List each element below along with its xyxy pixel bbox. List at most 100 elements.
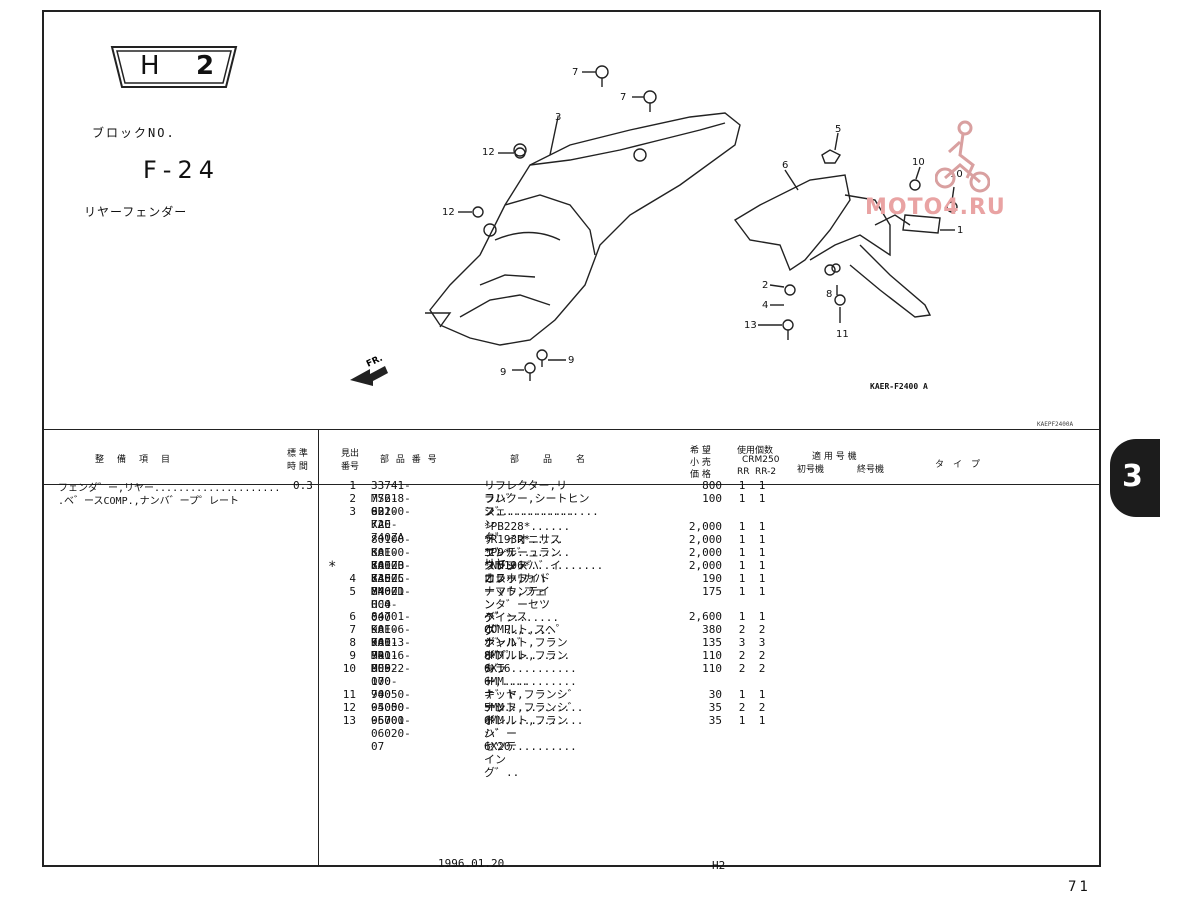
callout-10b: 10 [950,169,963,180]
part-ref-number: 11 [342,688,356,701]
license-plate-base-shape [733,174,851,272]
header-qty-rr: RR [737,467,750,477]
header-ref-no-2: 番号 [341,462,360,472]
part-price: 2,000 [688,546,722,559]
part-qty-rr: 1 [738,559,746,572]
part-name: カラー,キ゛ヤーシフトレハ゛ーセツテイング゛.. [484,662,520,779]
footer-date: 1996.01.20 [438,857,505,870]
part-qty-rr2: 2 [758,662,766,675]
block-label: ブロックNO. [92,126,176,140]
section-name: リヤーフェンダー [84,205,188,219]
reflector-shape [902,214,941,234]
part-qty-rr: 1 [738,585,746,598]
model-badge: H 2 [110,45,238,89]
part-name: *PB228*......テ゛イオニサスフ゛ルー [484,520,571,559]
callout-10a: 10 [912,157,925,168]
part-number: 80100-KAE-740ZA [371,505,411,544]
part-number: 90116-ME9-000 [371,649,411,688]
header-qty-2: CRM250 [742,455,780,465]
part-ref-number: 1 [349,479,356,492]
part-qty-rr: 1 [738,572,746,585]
chapter-tab: 3 [1110,439,1160,517]
part-qty-rr2: 2 [758,701,766,714]
footer-code: H2 [712,859,726,872]
part-number: 80100-KAE-740ZB [371,533,411,572]
part-qty-rr2: 1 [758,572,766,585]
part-qty-rr2: 3 [758,636,766,649]
header-qty-1: 使用個数 [737,446,774,456]
service-item-row: .ベ゛ースCOMP.,ナンバ゛ープ゜レート [58,496,240,507]
callout-9a: 9 [500,367,506,378]
part-price: 110 [702,662,722,675]
part-number: 90113-MR1-000 [371,636,411,675]
front-label: FR. [365,354,384,370]
part-ref-number: 10 [342,662,356,675]
part-name: ナット,フランシ゛ 5MM............ [484,688,584,714]
rider-watermark-icon [935,120,990,193]
part-ref-number: 6 [349,610,356,623]
callout-7b: 7 [620,92,626,103]
callout-5: 5 [835,124,841,135]
part-qty-rr: 1 [738,546,746,559]
part-name: ナット,フェンタ゛ーセツテイング゛....... [484,585,553,637]
table-header-rule [44,484,1099,485]
rear-fender-shape [429,112,741,346]
part-qty-rr: 1 [738,492,746,505]
part-ref-number: 3 [349,505,356,518]
part-name: フェンタ゛ー,リヤー [484,505,506,583]
part-price: 380 [702,623,722,636]
part-price: 800 [702,479,722,492]
header-first-unit: 初号機 [797,465,825,475]
part-number: 80100-KAE-740ZC [371,546,411,585]
part-ref-number: 7 [349,623,356,636]
part-qty-rr: 2 [738,649,746,662]
part-qty-rr2: 1 [758,585,766,598]
part-price: 175 [702,585,722,598]
table-column-divider [318,429,319,867]
part-price: 35 [708,714,722,727]
part-qty-rr2: 2 [758,649,766,662]
part-name: *P9*.........ウラヌスハ゛イオレット [484,546,571,585]
part-price: 135 [702,636,722,649]
part-qty-rr2: 1 [758,559,766,572]
header-part-number: 部 品 番 号 [380,455,439,465]
part-number: 94050-06000 [371,701,411,727]
part-ref-number: 5 [349,585,356,598]
header-type: タ イ プ [935,460,981,470]
part-qty-rr: 3 [738,636,746,649]
part-price: 2,000 [688,520,722,533]
part-qty-rr: 2 [738,662,746,675]
part-name: *R193R*.....エンテ゛ュランスレット゛ [484,533,564,572]
callout-1: 1 [957,225,963,236]
part-name: *NH196*...........ロスホワイト [484,559,604,585]
part-price: 110 [702,649,722,662]
part-number: 90522-170-700 [371,662,411,701]
part-qty-rr: 1 [738,688,746,701]
callout-6: 6 [782,160,788,171]
part-name: ヘ゛ースCOMP.,ナンハ゛ープ゜レート..... [484,610,529,688]
part-number: 83505-MN0-000 [371,572,411,611]
part-price: 2,600 [688,610,722,623]
chapter-tab-number: 3 [1122,459,1143,494]
header-service-item: 整 備 項 目 [95,455,173,465]
diagram-code-small: KAEPF2400A [1037,421,1074,428]
table-top-rule [44,429,1099,430]
part-number: 77218-GB2-720 [371,492,411,531]
part-price: 190 [702,572,722,585]
part-ref-number: 12 [342,701,356,714]
callout-12a: 12 [482,147,495,158]
header-last-unit: 終号機 [857,465,885,475]
header-price-2: 小 売 [690,458,711,468]
callout-7a: 7 [572,67,578,78]
part-name: ナット,フランシ゛ 6MM............ [484,701,584,727]
service-item-row: フェンダ゛ー,リヤー..................... [58,483,281,494]
part-qty-rr: 2 [738,623,746,636]
part-qty-rr2: 1 [758,688,766,701]
part-ref-number: 2 [349,492,356,505]
header-std-time-1: 標 準 [287,449,308,459]
page-number: 71 [1068,879,1091,895]
badge-letter: H [140,51,160,81]
part-qty-rr2: 1 [758,520,766,533]
callout-11: 11 [836,329,849,340]
badge-number: 2 [196,51,215,81]
